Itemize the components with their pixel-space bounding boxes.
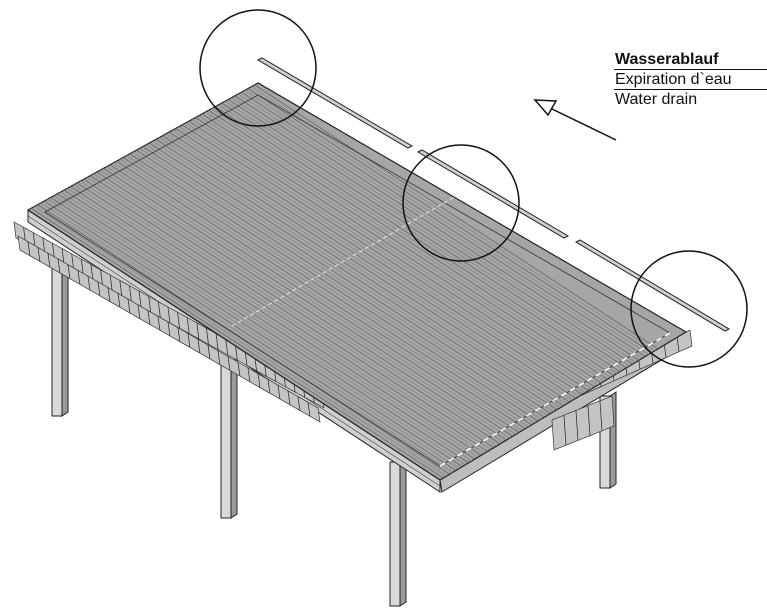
corrugation-line: [28, 174, 497, 480]
corrugation-line: [165, 85, 658, 409]
corrugation-line: [76, 134, 569, 458]
corrugation-line: [43, 152, 537, 476]
label-english: Water drain: [615, 91, 698, 108]
corrugation-line: [96, 123, 589, 447]
corrugation-line: [168, 83, 661, 407]
corrugation-line: [161, 87, 655, 411]
corrugation-line: [79, 132, 573, 456]
corrugation-line: [83, 131, 576, 454]
corrugation-line: [28, 172, 500, 480]
corrugation-line: [56, 145, 550, 469]
corrugation-line: [152, 92, 645, 416]
corrugation-line: [171, 83, 665, 405]
corrugation-line: [112, 114, 606, 438]
corrugation-line: [28, 179, 487, 480]
corrugation-line: [28, 167, 510, 480]
corrugation-line: [66, 140, 560, 463]
detail-circles: [199, 9, 748, 368]
post-front: [389, 457, 407, 607]
corrugation-line: [46, 150, 540, 474]
corrugation-line: [191, 83, 684, 394]
corrugation-line: [73, 136, 566, 460]
corrugation-line: [63, 141, 556, 465]
corrugation-line: [28, 181, 484, 480]
post-middle: [220, 357, 238, 519]
corrugation-line: [86, 129, 579, 452]
corrugation-line: [99, 121, 592, 445]
corrugation-line: [28, 176, 494, 480]
corrugation-line: [28, 163, 517, 480]
post-left: [51, 261, 69, 417]
corrugation-line: [33, 158, 527, 480]
corrugation-line: [184, 83, 678, 398]
corrugation-line: [142, 98, 635, 422]
corrugation-line: [50, 149, 543, 472]
corrugation-line: [181, 83, 675, 400]
corrugation-line: [28, 170, 504, 480]
label-french: Expiration d`eau: [614, 70, 767, 90]
corrugation-line: [122, 109, 615, 432]
shingle-tile: [551, 414, 567, 451]
corrugation-line: [155, 91, 648, 414]
corrugation-line: [135, 101, 629, 425]
corrugation-line: [125, 107, 619, 431]
shingle-tile: [307, 401, 321, 423]
corrugation-line: [28, 161, 520, 480]
corrugation-line: [89, 127, 583, 451]
corrugation-line: [178, 83, 671, 402]
corrugation-line: [132, 103, 625, 427]
corrugation-line: [40, 154, 533, 478]
corrugation-line: [92, 125, 586, 449]
drain-label-block: Wasserablauf Expiration d`eau Water drai…: [614, 50, 767, 109]
corrugation-line: [158, 89, 652, 413]
detail-circle-icon: [199, 9, 317, 127]
corrugation-line: [148, 94, 642, 418]
corrugation-line: [28, 169, 507, 480]
corrugation-line: [119, 111, 612, 434]
corrugation-line: [102, 120, 596, 443]
shingle-tile: [599, 395, 615, 432]
shingle-tile: [563, 409, 579, 446]
corrugation-line: [175, 83, 668, 403]
corrugation-line: [214, 83, 686, 382]
shingle-tile: [575, 405, 591, 441]
detail-circle-icon: [630, 250, 748, 368]
roof-panel-seam: [231, 195, 457, 327]
corrugation-line: [53, 147, 546, 471]
corrugation-line: [109, 116, 602, 440]
detail-circle-icon: [402, 144, 520, 262]
corrugation-line: [106, 118, 599, 442]
water-direction-arrow-icon: [533, 99, 617, 141]
gutter-segments: [256, 57, 731, 332]
corrugation-line: [30, 160, 523, 480]
corrugation-line: [129, 105, 622, 429]
corrugation-line: [138, 100, 632, 423]
corrugation-line: [37, 156, 530, 480]
corrugation-line: [60, 143, 553, 467]
corrugation-line: [145, 96, 638, 420]
corrugation-line: [28, 165, 514, 480]
shingle-tile: [587, 400, 603, 437]
corrugation-line: [188, 83, 681, 396]
corrugation-line: [115, 112, 609, 436]
label-german: Wasserablauf: [614, 50, 767, 70]
corrugation-line: [69, 138, 563, 462]
shingle-skirt-left: [13, 221, 325, 423]
